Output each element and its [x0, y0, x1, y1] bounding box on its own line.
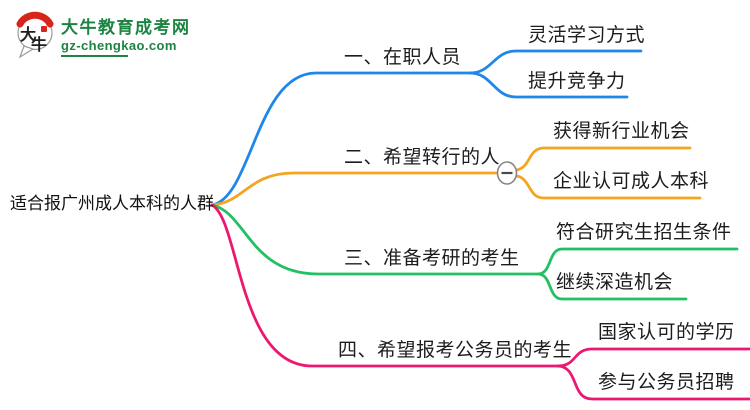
branch-3-label[interactable]: 三、准备考研的考生 — [344, 248, 520, 269]
logo[interactable]: 大 牛 大牛教育成考网 gz-chengkao.com — [16, 10, 191, 60]
svg-text:牛: 牛 — [31, 35, 47, 54]
branch-1-leaf-2[interactable]: 提升竞争力 — [528, 71, 626, 92]
branch-3-leaf-1[interactable]: 符合研究生招生条件 — [556, 222, 732, 243]
branch-1-leaf-1-connector — [468, 49, 643, 75]
logo-title: 大牛教育成考网 — [61, 18, 191, 37]
branch-4-leaf-1-connector — [556, 347, 750, 368]
branch-2-leaf-1-connector — [515, 146, 692, 172]
branch-4-label[interactable]: 四、希望报考公务员的考生 — [338, 340, 573, 361]
branch-2-leaf-1[interactable]: 获得新行业机会 — [553, 121, 690, 142]
branch-1-label[interactable]: 一、在职人员 — [344, 47, 462, 68]
branch-3-connector — [210, 203, 540, 276]
branch-2-label[interactable]: 二、希望转行的人 — [344, 147, 501, 168]
branch-2-connector — [210, 171, 499, 207]
branch-1-leaf-2-connector — [468, 71, 629, 99]
branch-3-leaf-2-connector — [536, 272, 688, 301]
branch-4-leaf-2[interactable]: 参与公务员招聘 — [598, 372, 735, 393]
branch-3-leaf-2[interactable]: 继续深造机会 — [556, 272, 674, 293]
branch-2-leaf-2[interactable]: 企业认可成人本科 — [553, 171, 710, 192]
branch-4-connector — [210, 203, 560, 368]
branch-4-leaf-1[interactable]: 国家认可的学历 — [598, 322, 735, 343]
logo-underline — [61, 55, 128, 57]
branch-4-leaf-2-connector — [556, 364, 750, 401]
branch-1-leaf-1[interactable]: 灵活学习方式 — [528, 25, 646, 46]
branch-3-leaf-1-connector — [536, 247, 739, 276]
collapse-toggle-icon[interactable] — [496, 161, 518, 185]
logo-domain: gz-chengkao.com — [61, 38, 177, 53]
ox-logo-icon: 大 牛 — [16, 11, 54, 59]
svg-text:大: 大 — [20, 25, 36, 44]
branch-1-connector — [210, 71, 472, 207]
branch-2-leaf-2-connector — [515, 174, 702, 200]
root-node[interactable]: 适合报广州成人本科的人群 — [10, 194, 214, 213]
